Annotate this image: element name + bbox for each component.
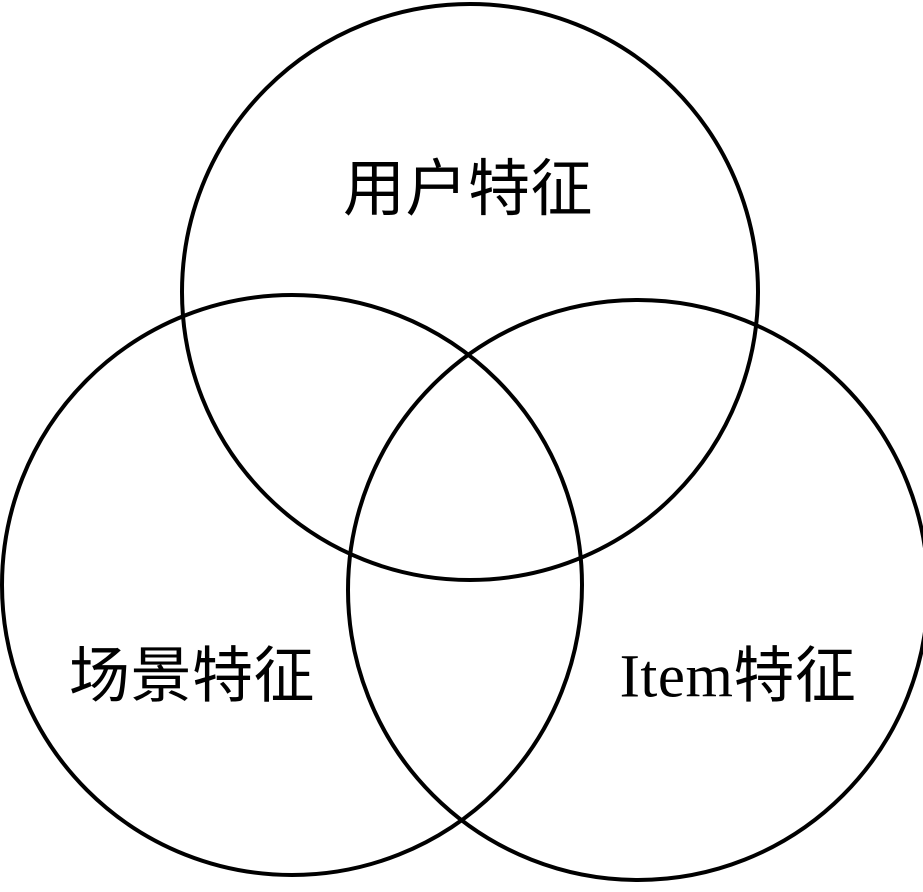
- label-user-features: 用户特征: [342, 156, 594, 224]
- circle-item-features: [346, 298, 923, 882]
- label-item-features: Item特征: [619, 643, 857, 711]
- circle-user-features: [180, 2, 760, 582]
- label-scene-features: 场景特征: [68, 643, 316, 711]
- circle-scene-features: [0, 293, 584, 877]
